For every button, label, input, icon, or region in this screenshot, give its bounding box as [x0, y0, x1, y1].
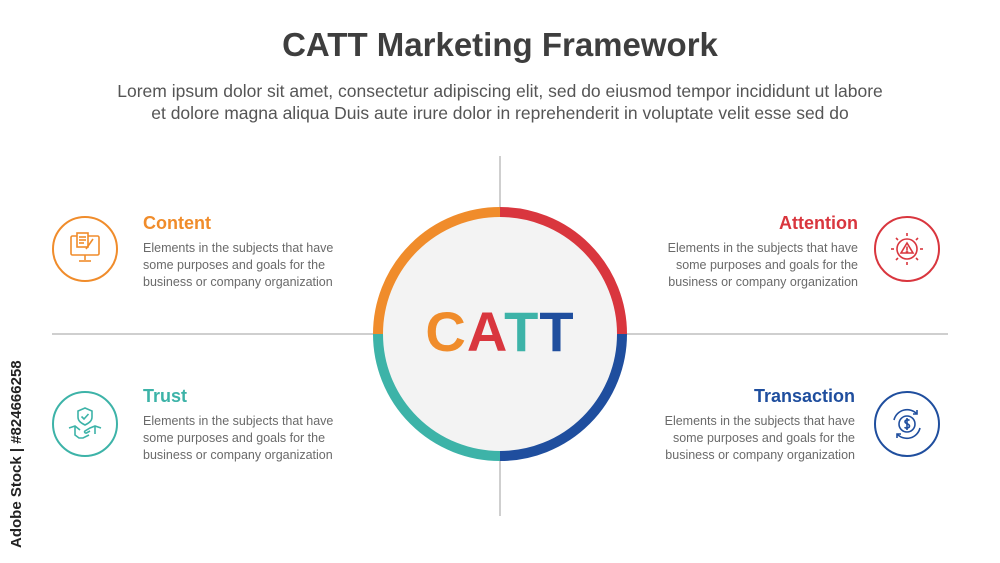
quadrant-transaction: Transaction Elements in the subjects tha…	[555, 385, 855, 464]
center-disc	[378, 212, 622, 456]
subtitle-line-1: Lorem ipsum dolor sit amet, consectetur …	[117, 81, 883, 101]
ring-segment-trust	[373, 333, 501, 461]
content-icon-circle	[52, 216, 118, 282]
acronym-letter-t2: T	[539, 300, 575, 363]
ring-segment-content	[373, 207, 501, 335]
attention-body: Elements in the subjects that have some …	[667, 241, 858, 289]
ring-segment-transaction	[499, 333, 627, 461]
attention-icon-circle	[874, 216, 940, 282]
transaction-body: Elements in the subjects that have some …	[664, 414, 855, 462]
ring-segment-attention	[499, 207, 627, 335]
computer-document-icon	[70, 232, 100, 262]
subtitle-line-2: et dolore magna aliqua Duis aute irure d…	[151, 103, 849, 123]
trust-icon-circle	[52, 391, 118, 457]
acronym-letter-t1: T	[504, 300, 540, 363]
warning-alert-icon	[891, 233, 923, 265]
attention-heading: Attention	[779, 213, 858, 233]
handshake-shield-icon	[68, 407, 102, 439]
trust-heading: Trust	[143, 386, 188, 406]
dollar-cycle-icon	[893, 408, 921, 440]
transaction-icon-circle	[874, 391, 940, 457]
acronym-letter-c: C	[425, 300, 467, 363]
center-acronym: CATT	[400, 300, 600, 364]
stock-watermark: Adobe Stock | #824666258	[8, 360, 25, 548]
quadrant-attention: Attention Elements in the subjects that …	[558, 212, 858, 291]
acronym-letter-a: A	[466, 300, 505, 363]
center-ring	[373, 207, 627, 461]
trust-body: Elements in the subjects that have some …	[143, 414, 334, 462]
quadrant-trust: Trust Elements in the subjects that have…	[143, 385, 443, 464]
content-body: Elements in the subjects that have some …	[143, 241, 334, 289]
content-heading: Content	[143, 213, 211, 233]
page-subtitle: Lorem ipsum dolor sit amet, consectetur …	[40, 80, 960, 124]
quadrant-content: Content Elements in the subjects that ha…	[143, 212, 443, 291]
page-title: CATT Marketing Framework	[282, 26, 718, 63]
transaction-heading: Transaction	[753, 386, 855, 406]
